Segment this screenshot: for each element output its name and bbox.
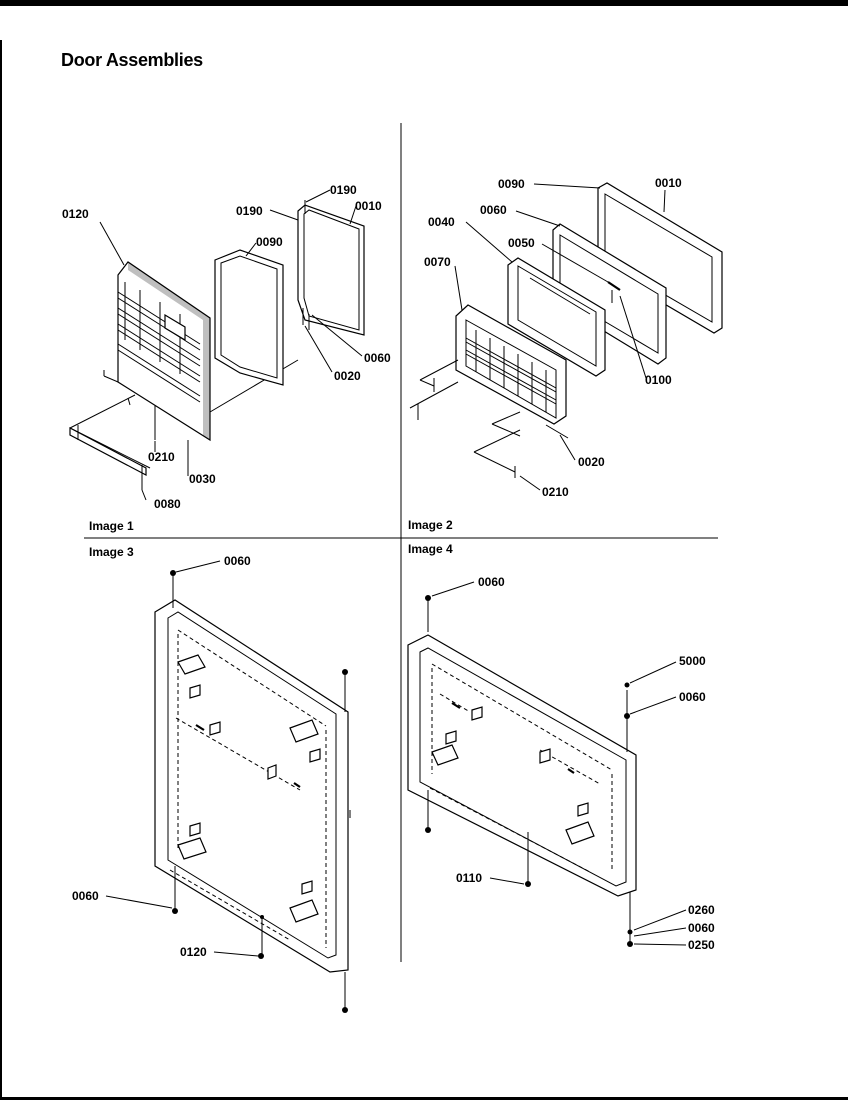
callout-label: 5000 [679,654,706,668]
callout-label: 0040 [428,215,455,229]
callout-label: 0190 [330,183,357,197]
callout-label: 0120 [62,207,89,221]
callout-label: 0090 [256,235,283,249]
image-4-leaders [431,581,687,946]
callout-label: 0050 [508,236,535,250]
callout-label: 0010 [355,199,382,213]
callout-label: 0060 [364,351,391,365]
callout-label: 0060 [478,575,505,589]
image-4-label: Image 4 [408,542,453,556]
bottom-border-rule [0,1097,848,1100]
image-3-label: Image 3 [89,545,134,559]
image-2-label: Image 2 [408,518,453,532]
image-3-callouts: Image 3 0060 0060 0120 [72,545,251,959]
image-1-callouts: 0120 0090 0190 0190 0010 0060 0020 0210 … [62,183,391,533]
callout-label: 0260 [688,903,715,917]
top-border-rule [0,0,848,6]
callout-label: 0030 [189,472,216,486]
callout-label: 0060 [688,921,715,935]
callout-label: 0060 [679,690,706,704]
callout-label: 0210 [148,450,175,464]
callout-label: 0080 [154,497,181,511]
callout-label: 0190 [236,204,263,218]
image-1-label: Image 1 [89,519,134,533]
callout-label: 0060 [480,203,507,217]
page-title: Door Assemblies [61,50,203,70]
image-4-callouts: Image 4 0060 5000 0060 0110 0260 0060 02… [408,542,715,952]
callout-label: 0060 [72,889,99,903]
callout-label: 0210 [542,485,569,499]
image-4-drawing [407,595,637,947]
image-3-leaders [105,560,259,957]
image-2-drawing [409,182,723,478]
callout-label: 0110 [456,871,482,885]
callout-label: 0010 [655,176,682,190]
callout-label: 0250 [688,938,715,952]
left-border-rule [0,40,2,1100]
callout-label: 0020 [578,455,605,469]
callout-label: 0020 [334,369,361,383]
callout-label: 0070 [424,255,451,269]
callout-label: 0090 [498,177,525,191]
callout-label: 0060 [224,554,251,568]
callout-label: 0120 [180,945,207,959]
callout-label: 0100 [645,373,672,387]
image-2-leaders [454,183,666,491]
image-1-leaders [99,189,363,501]
image-3-drawing [154,570,351,1013]
image-1-drawing [69,200,365,490]
image-2-callouts: 0090 0010 0060 0040 0050 0070 0100 0020 … [408,176,682,532]
